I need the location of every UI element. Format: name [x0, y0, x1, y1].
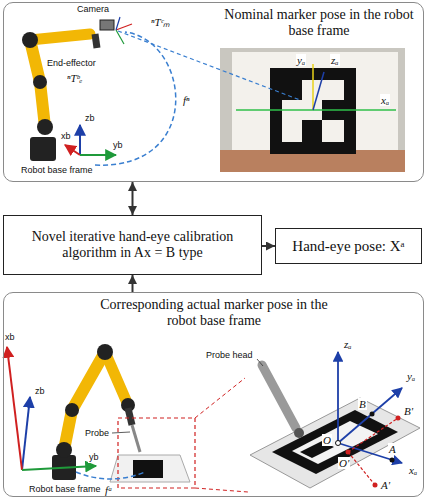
- aruco-cell: [292, 421, 378, 464]
- point-dot: [373, 483, 378, 488]
- robot-joint: [56, 442, 72, 458]
- point-dot: [370, 412, 375, 417]
- point-label: A: [388, 443, 397, 455]
- axis-label: yb: [112, 140, 124, 151]
- leader-line: [112, 432, 130, 433]
- photo-axis: [236, 109, 396, 111]
- transform-symbol: fⁿ: [182, 94, 191, 106]
- axis-arrow: [79, 125, 81, 155]
- photo-axis: [312, 64, 314, 110]
- connector-arrow: [132, 275, 134, 292]
- camera-symbol: [100, 20, 114, 30]
- axis-label: zb: [34, 386, 46, 397]
- connector-arrow: [132, 182, 134, 215]
- base-frame-axes: [7, 347, 96, 470]
- panel: Nominal marker pose in the robot base fr…: [3, 2, 424, 182]
- axis-label: zb: [84, 113, 96, 124]
- axis-label: zₐ: [330, 54, 340, 66]
- part-label: Probe head: [205, 350, 254, 361]
- axis-label: xb: [60, 131, 72, 142]
- part-label: Probe: [84, 428, 110, 439]
- box-text: Novel iterative hand-eye calibration alg…: [12, 229, 253, 261]
- robot-base: [30, 137, 56, 161]
- robot-arm: [52, 344, 190, 482]
- part-label: Robot base frame: [20, 165, 94, 176]
- point-label: B: [358, 398, 367, 410]
- axis-label: zₐ: [343, 338, 353, 350]
- transform-curve: [76, 472, 145, 479]
- robot-link: [72, 352, 105, 410]
- transform-symbol: ⁿTᵇₑ: [66, 72, 83, 84]
- end-effector: [128, 408, 132, 425]
- probe-tip: [294, 428, 304, 438]
- axis-arrow: [22, 466, 96, 470]
- panel: Corresponding actual marker pose in the …: [3, 292, 424, 497]
- robot-joint: [97, 344, 113, 360]
- point-dot: [390, 458, 395, 463]
- robot-joint: [65, 403, 79, 417]
- zoom-line: [195, 378, 245, 418]
- zoom-box: [118, 418, 195, 488]
- camera-axis: [116, 24, 132, 30]
- transform-symbol: fᵃ: [104, 484, 113, 496]
- aruco-cell: [282, 80, 302, 100]
- robot-joint: [37, 119, 53, 135]
- robot-arm: [22, 17, 132, 161]
- point-label: O': [338, 457, 350, 469]
- aruco-marker: [133, 460, 163, 478]
- robot-joint: [22, 32, 38, 48]
- transform-symbol: ⁿTᶜₘ: [150, 16, 171, 28]
- axis-label: xₐ: [380, 94, 390, 106]
- panel-title: Nominal marker pose in the robot base fr…: [219, 7, 419, 39]
- connector-arrow: [262, 245, 275, 247]
- marker-photo: [220, 48, 405, 172]
- robot-link: [105, 352, 128, 405]
- axis-arrow: [22, 397, 30, 470]
- result-box: Hand-eye pose: Xᵃ: [275, 228, 422, 264]
- point-label: B': [403, 405, 414, 417]
- box-text: Hand-eye pose: Xᵃ: [292, 238, 404, 255]
- photo-ground: [220, 48, 405, 172]
- leader-line: [257, 359, 263, 366]
- process-box: Novel iterative hand-eye calibration alg…: [3, 215, 262, 275]
- transform-line: [118, 31, 300, 100]
- camera-axis: [116, 17, 120, 30]
- axis-label: yₐ: [296, 54, 306, 66]
- robot-joint: [33, 75, 47, 89]
- point-label: A': [380, 479, 391, 491]
- actual-axis: [348, 452, 375, 485]
- axis-arrow: [7, 347, 22, 470]
- marker-sheet: [110, 455, 190, 482]
- marker-sheet: [250, 398, 420, 488]
- probe-symbol: [132, 425, 140, 452]
- photo-axis: [313, 72, 324, 110]
- probe-head: [262, 365, 296, 428]
- robot-link: [30, 34, 90, 40]
- end-effector: [95, 34, 97, 48]
- aruco-cell: [302, 120, 322, 142]
- axis-label: yₐ: [406, 370, 416, 382]
- part-label: End-effector: [46, 58, 97, 69]
- axis-label: xₐ: [408, 464, 418, 476]
- photo-board: [232, 52, 398, 158]
- zoom-line: [195, 488, 248, 492]
- point-label: O: [322, 434, 332, 446]
- axis-label: yb: [88, 452, 100, 463]
- point-dot: [396, 416, 401, 421]
- axis-arrow: [338, 388, 402, 443]
- base-frame-axes: [65, 125, 116, 155]
- part-label: Robot base frame: [28, 484, 102, 495]
- axis-arrow: [65, 145, 80, 155]
- marker-closeup: [250, 352, 420, 488]
- axis-arrow: [80, 154, 116, 156]
- transform-curve: [95, 32, 176, 165]
- panel-title: Corresponding actual marker pose in the …: [84, 297, 344, 329]
- part-label: Camera: [76, 4, 110, 15]
- point-dot: [336, 441, 341, 446]
- point-dot: [346, 450, 351, 455]
- axis-label: xb: [4, 332, 16, 343]
- axis-arrow: [337, 352, 339, 443]
